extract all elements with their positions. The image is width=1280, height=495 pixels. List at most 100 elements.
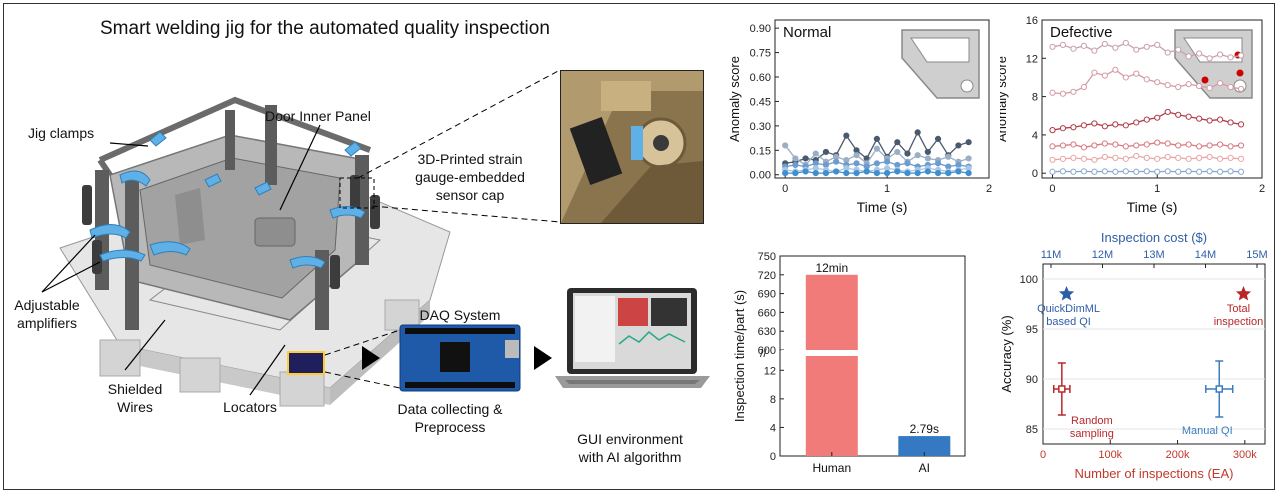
- data-point: [802, 168, 809, 175]
- amplifier-label-line1: Adjustable: [14, 297, 80, 313]
- data-point: [1059, 41, 1067, 48]
- data-point: [812, 170, 819, 177]
- plot-frame: [1042, 263, 1266, 445]
- data-point: [1059, 142, 1067, 149]
- data-point: [1133, 70, 1140, 77]
- data-point: [1227, 143, 1234, 150]
- data-point: [1154, 139, 1161, 146]
- y-tick-label: 0.90: [750, 23, 771, 35]
- y-axis-label: Anomaly score: [727, 56, 742, 142]
- data-point: [1216, 141, 1224, 148]
- data-collect-label-line1: Data collecting &: [397, 401, 503, 417]
- data-point: [1227, 83, 1234, 91]
- axis-break-icon: //: [760, 346, 767, 360]
- data-point: [1080, 122, 1088, 129]
- data-point: [1215, 385, 1224, 393]
- star-marker: [1235, 286, 1252, 301]
- data-point: [1112, 168, 1119, 175]
- data-point: [1216, 51, 1224, 58]
- data-point: [904, 160, 911, 167]
- data-point: [1237, 155, 1245, 162]
- data-point: [1143, 116, 1150, 123]
- y-tick-label: 4: [770, 422, 776, 434]
- data-point: [1206, 117, 1213, 124]
- data-point: [1122, 143, 1129, 150]
- y-tick-label: 0.00: [750, 170, 771, 182]
- data-point: [1206, 142, 1213, 149]
- y-tick-label: 12: [1026, 53, 1038, 65]
- data-point: [965, 155, 972, 162]
- data-point: [1164, 140, 1171, 147]
- top-x-tick-label: 13M: [1143, 249, 1164, 261]
- data-point: [914, 129, 921, 136]
- data-label: 2.79s: [910, 422, 939, 436]
- point-label: based QI: [1046, 316, 1091, 328]
- data-point: [1070, 124, 1077, 131]
- panel-cutout: [254, 217, 296, 247]
- sensor-label-line3: sensor cap: [435, 187, 505, 203]
- arrow-icon: [534, 346, 552, 370]
- data-point: [1122, 168, 1129, 175]
- defect-marker: [1201, 76, 1209, 84]
- jig-foot: [99, 339, 141, 377]
- y-axis-label: Accuracy (%): [999, 315, 1014, 392]
- leader-lines: [41, 124, 321, 396]
- data-point: [1080, 42, 1088, 49]
- data-point: [1196, 115, 1203, 122]
- laptop-gui: [555, 288, 710, 388]
- chart-title: Defective: [1050, 24, 1113, 41]
- data-point: [1049, 89, 1056, 96]
- data-point: [822, 170, 830, 177]
- data-point: [1091, 120, 1098, 127]
- chart-title: Normal: [783, 24, 831, 41]
- data-point: [1175, 46, 1182, 53]
- data-point: [1216, 168, 1224, 175]
- data-point: [1185, 53, 1192, 60]
- data-point: [1216, 80, 1224, 87]
- data-point: [904, 150, 911, 157]
- data-point: [1185, 155, 1192, 162]
- panel-cutout: [175, 188, 205, 245]
- x-tick-label: 200k: [1166, 449, 1190, 461]
- y-tick-label: 95: [1026, 324, 1038, 336]
- data-point: [1049, 43, 1056, 50]
- y-tick-label: 600: [758, 345, 776, 357]
- data-point: [1227, 54, 1234, 61]
- y-tick-label: 8: [770, 394, 776, 406]
- y-tick-label: 0.45: [750, 96, 771, 108]
- data-point: [843, 170, 850, 177]
- arrow-icon: [362, 346, 380, 370]
- zoom-line: [371, 205, 560, 223]
- y-tick-label: 750: [758, 251, 776, 263]
- y-tick-label: 4: [1032, 130, 1038, 142]
- data-point: [1059, 168, 1067, 175]
- y-tick-label: 90: [1026, 374, 1038, 386]
- point-label: sampling: [1070, 428, 1114, 440]
- gui-label-line2: with AI algorithm: [578, 449, 682, 465]
- data-point: [782, 142, 789, 149]
- y-tick-label: 630: [758, 326, 776, 338]
- data-point: [1112, 66, 1119, 73]
- jig-foot: [179, 357, 221, 393]
- data-point: [1175, 83, 1182, 91]
- point-label: inspection: [1214, 316, 1264, 328]
- x-tick-label: 2: [986, 183, 992, 195]
- star-marker: [1058, 286, 1075, 301]
- y-tick-label: 720: [758, 270, 776, 282]
- data-point: [894, 148, 901, 156]
- data-point: [1101, 123, 1108, 130]
- y-tick-label: 0.30: [750, 121, 771, 133]
- data-point: [1154, 168, 1161, 175]
- x-tick-label: 1: [884, 183, 890, 195]
- daq-label: DAQ System: [419, 307, 501, 323]
- data-point: [833, 168, 840, 175]
- point-label: QuickDimML: [1037, 303, 1100, 315]
- data-point: [1196, 82, 1203, 90]
- jig-clamps-label: Jig clamps: [28, 125, 95, 141]
- data-point: [1101, 72, 1108, 79]
- data-point: [1143, 154, 1150, 161]
- data-point: [1185, 81, 1192, 88]
- gui-label-line1: GUI environment: [577, 431, 683, 447]
- y-tick-label: 0: [1032, 168, 1038, 180]
